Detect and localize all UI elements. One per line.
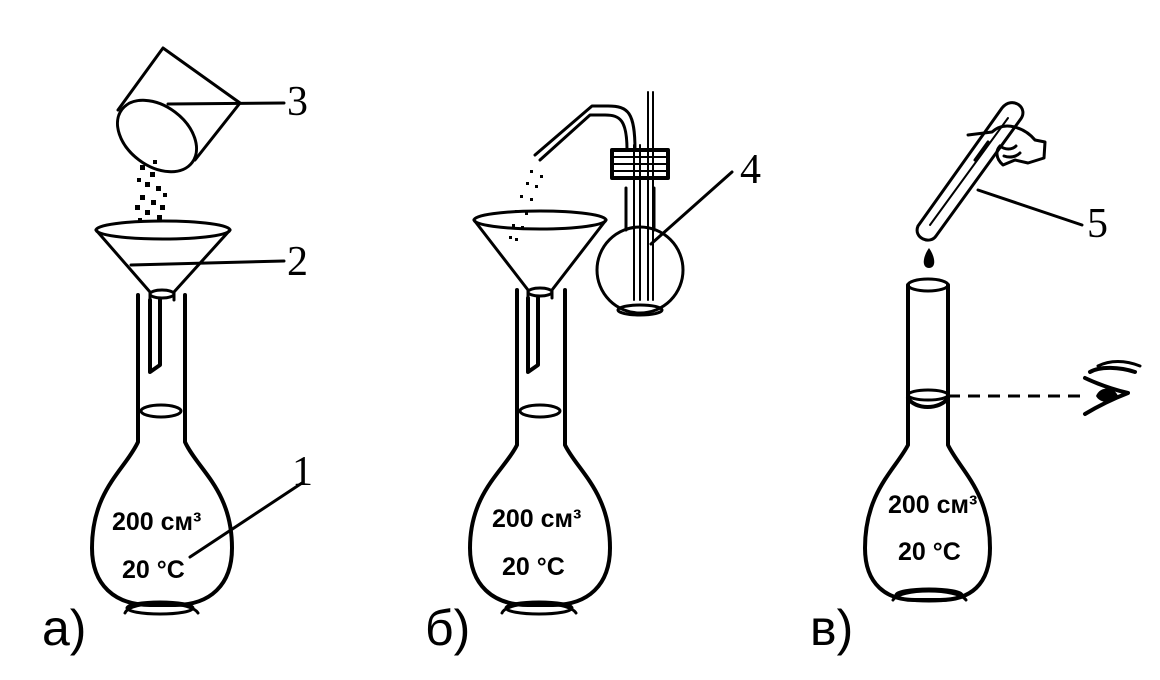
callout-line-pipette [976, 188, 1084, 227]
hand [966, 124, 1047, 167]
flask-b-temperature-text: 20 °C [502, 553, 565, 581]
funnel-a [94, 219, 232, 374]
powder-stream [135, 160, 167, 222]
label-wash-bottle: 4 [740, 147, 761, 193]
beaker-pouring [115, 46, 242, 174]
label-funnel: 2 [287, 239, 308, 285]
panel-label-a: а) [42, 600, 86, 656]
flask-c-temperature-text: 20 °C [898, 538, 961, 566]
funnel-b [472, 209, 608, 374]
wash-bottle [533, 91, 685, 317]
label-pipette: 5 [1087, 201, 1108, 247]
label-beaker: 3 [287, 79, 308, 125]
flask-c-volume-text: 200 см³ [888, 491, 977, 519]
volumetric-flask-c: 200 см³ 20 °C [863, 277, 992, 603]
spray-stream [509, 170, 543, 241]
panel-a: 200 см³ 20 °C [42, 46, 313, 656]
volumetric-flask-a: 200 см³ 20 °C [90, 293, 234, 616]
flask-a-volume-text: 200 см³ [112, 508, 201, 536]
panel-label-b: б) [425, 600, 470, 656]
panel-c: 200 см³ 20 °C 5 в) [810, 101, 1142, 656]
label-flask: 1 [292, 449, 313, 495]
flask-b-volume-text: 200 см³ [492, 505, 581, 533]
pipette [915, 101, 1025, 242]
volumetric-flask-b: 200 см³ 20 °C [468, 288, 612, 616]
panel-label-c: в) [810, 600, 853, 656]
callout-line-wash-bottle [649, 170, 734, 246]
drop [923, 248, 935, 268]
flask-a-temperature-text: 20 °C [122, 556, 185, 584]
eye-icon [1083, 360, 1142, 416]
panel-b: 200 см³ 20 °C 4 [425, 91, 761, 656]
callout-lines-a [129, 101, 304, 559]
